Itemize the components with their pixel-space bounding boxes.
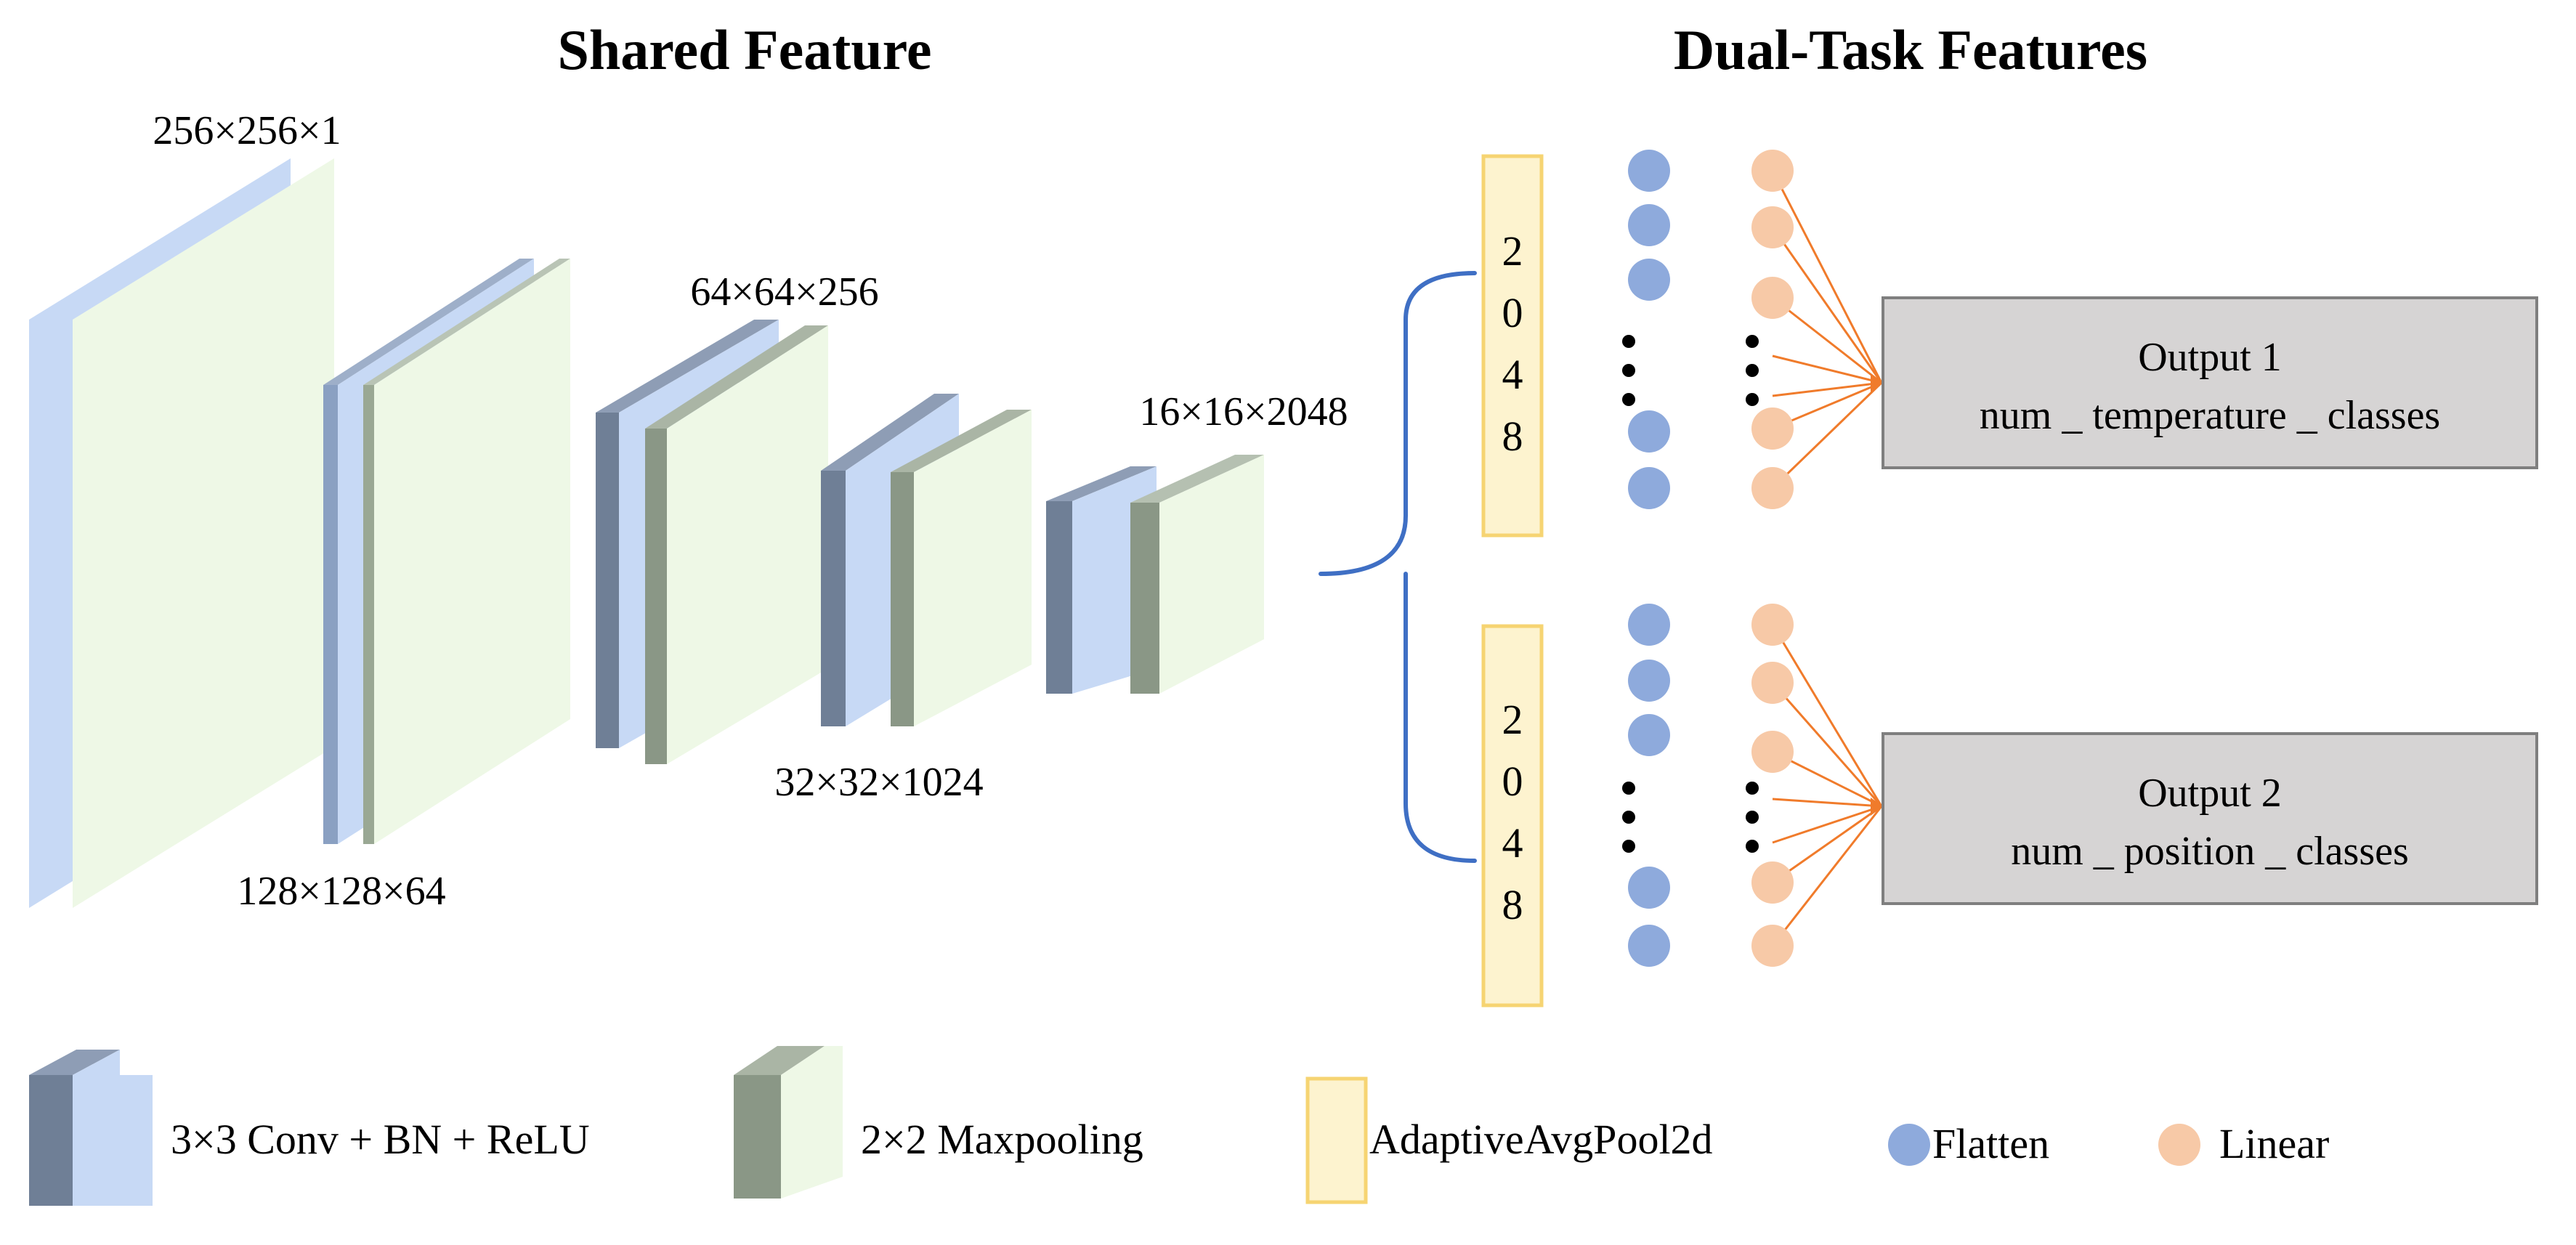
- pool-slab: [667, 325, 828, 764]
- ellipsis-dot: [1622, 840, 1635, 853]
- flatten-node: [1628, 150, 1670, 192]
- legend: 3×3 Conv + BN + ReLU 2×2 Maxpooling Adap…: [29, 1046, 2329, 1206]
- legend-linear-swatch: [2158, 1124, 2200, 1166]
- linear-node: [1751, 407, 1794, 450]
- ellipsis-dot: [1746, 393, 1759, 406]
- arrow-head-icon: [1871, 374, 1883, 392]
- vector-digit: 8: [1502, 881, 1523, 928]
- block-16: [1046, 455, 1264, 694]
- linear-node: [1751, 731, 1794, 773]
- linear-node: [1751, 467, 1794, 509]
- adaptive-pool-vector-bottom: [1481, 624, 1544, 1007]
- vector-digit: 4: [1502, 351, 1523, 398]
- legend-flatten-label: Flatten: [1932, 1120, 2049, 1167]
- pool-slab: [1159, 455, 1264, 694]
- dim-label-256: 256×256×1: [153, 108, 341, 153]
- flatten-node: [1628, 604, 1670, 646]
- linear-node: [1751, 925, 1794, 967]
- title-dual-task-features: Dual-Task Features: [1674, 18, 2147, 81]
- output-box-1: Output 1 num _ temperature _ classes: [1882, 296, 2538, 469]
- legend-flatten-swatch: [1888, 1124, 1930, 1166]
- flatten-node: [1628, 925, 1670, 967]
- flatten-node: [1628, 467, 1670, 509]
- output-1-title: Output 1: [2138, 335, 2282, 380]
- ellipsis-dot: [1746, 840, 1759, 853]
- vector-digit: 0: [1502, 289, 1523, 336]
- dim-label-32: 32×32×1024: [774, 760, 983, 805]
- output-2-subtitle: num _ position _ classes: [2011, 829, 2409, 874]
- linear-connections-top: [1771, 170, 1883, 490]
- linear-node: [1751, 206, 1794, 248]
- output-1-subtitle: num _ temperature _ classes: [1980, 393, 2440, 438]
- title-shared-feature: Shared Feature: [558, 18, 932, 81]
- flatten-node: [1628, 660, 1670, 702]
- pool-slab-front: [73, 158, 334, 908]
- linear-node: [1751, 662, 1794, 704]
- dim-label-64: 64×64×256: [690, 269, 878, 315]
- output-box-2: Output 2 num _ position _ classes: [1882, 732, 2538, 905]
- legend-adaptive-label: AdaptiveAvgPool2d: [1369, 1116, 1713, 1163]
- block-64: [596, 320, 828, 764]
- ellipsis-dot: [1746, 335, 1759, 348]
- legend-maxpool-label: 2×2 Maxpooling: [861, 1116, 1143, 1163]
- dim-label-128: 128×128×64: [237, 869, 445, 914]
- ellipsis-dot: [1746, 364, 1759, 377]
- ellipsis-dot: [1622, 811, 1635, 824]
- ellipsis-dot: [1622, 335, 1635, 348]
- ellipsis-dot: [1746, 782, 1759, 795]
- ellipsis-dot: [1746, 811, 1759, 824]
- flatten-node: [1628, 204, 1670, 246]
- ellipsis-dot: [1622, 782, 1635, 795]
- legend-maxpool-swatch: [734, 1046, 843, 1199]
- flatten-node: [1628, 259, 1670, 301]
- vector-digit: 4: [1502, 819, 1523, 867]
- flatten-node: [1628, 714, 1670, 756]
- legend-conv-label: 3×3 Conv + BN + ReLU: [171, 1116, 590, 1163]
- flatten-node: [1628, 867, 1670, 909]
- vector-digit: 2: [1502, 227, 1523, 275]
- linear-column-top: [1746, 150, 1794, 509]
- block-32: [821, 394, 1032, 726]
- ellipsis-dot: [1622, 364, 1635, 377]
- vector-digit: 2: [1502, 696, 1523, 743]
- linear-node: [1751, 604, 1794, 646]
- pool-slab: [374, 259, 570, 844]
- legend-conv-swatch: [29, 1050, 153, 1206]
- block-128: [323, 259, 570, 844]
- ellipsis-dot: [1622, 393, 1635, 406]
- linear-node: [1751, 861, 1794, 904]
- linear-node: [1751, 150, 1794, 192]
- output-2-title: Output 2: [2138, 771, 2282, 816]
- dim-label-16: 16×16×2048: [1139, 389, 1348, 434]
- legend-adaptive-swatch: [1305, 1076, 1368, 1204]
- vector-digit: 8: [1502, 413, 1523, 460]
- arrow-head-icon: [1871, 798, 1883, 816]
- flatten-node: [1628, 410, 1670, 453]
- pool-slab: [914, 410, 1032, 726]
- linear-node: [1751, 277, 1794, 319]
- block-input-256: [29, 158, 334, 908]
- adaptive-pool-vector-top: [1481, 154, 1544, 538]
- split-brace: [1319, 271, 1477, 863]
- flatten-column-top: [1622, 150, 1670, 509]
- flatten-column-bottom: [1622, 604, 1670, 967]
- vector-digit: 0: [1502, 758, 1523, 805]
- linear-column-bottom: [1746, 604, 1794, 967]
- legend-linear-label: Linear: [2219, 1120, 2329, 1167]
